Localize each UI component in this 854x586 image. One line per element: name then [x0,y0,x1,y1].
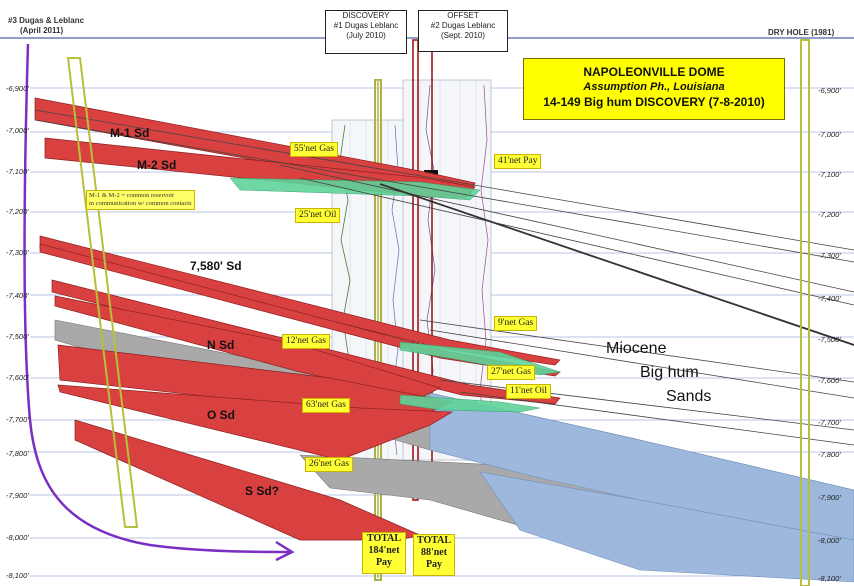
pay-tag-12: 12'net Gas [282,334,330,349]
pay-tag-25: 25'net Oil [295,208,341,223]
total-left-line-3: Pay [375,557,393,568]
depth-right: -8,000' [818,536,841,545]
sand-label-7580: 7,580' Sd [190,259,242,273]
depth-right: -7,500' [818,335,841,344]
pay-tag-41: 41'net Pay [494,154,542,169]
sand-label-o: O Sd [207,408,236,422]
discovery-date: (July 2010) [346,31,386,40]
water-legs [429,392,854,583]
depth-right: -7,300' [818,251,841,260]
depth-left: -7,000' [6,126,29,135]
offset-well-box: OFFSET #2 Dugas Leblanc (Sept. 2010) [418,10,508,52]
total-left-line-1: TOTAL [366,533,402,544]
pay-tag-55: 55'net Gas [290,142,338,157]
discovery-well: #1 Dugas Leblanc [333,21,399,30]
offset-well: #2 Dugas Leblanc [430,21,496,30]
depth-left: -7,400' [6,291,29,300]
depth-left: -7,500' [6,332,29,341]
sand-label-s: S Sd? [245,484,280,498]
depth-right: -7,000' [818,130,841,139]
depth-left: -8,000' [6,533,29,542]
depth-right: -7,100' [818,170,841,179]
bighum-label: Big hum [640,364,699,381]
total-right-line-3: Pay [425,559,443,570]
note-line-2: in communication w/ common contacts [89,200,192,207]
pay-tag-63: 63'net Gas [302,398,350,413]
pay-tag-9: 9'net Gas [494,316,538,331]
sand-label-m1: M-1 Sd [110,126,150,140]
title-line-2: Assumption Ph., Louisiana [583,81,725,93]
depth-left: -7,200' [6,207,29,216]
offset-title: OFFSET [447,11,479,20]
sand-label-m2: M-2 Sd [137,158,177,172]
title-line-3: 14-149 Big hum DISCOVERY (7-8-2010) [543,95,765,109]
pay-tag-11: 11'net Oil [506,384,551,399]
total-pay-offset: TOTAL 88'net Pay [413,534,455,576]
total-right-line-2: 88'net [420,547,448,558]
depth-right: -7,200' [818,210,841,219]
total-pay-discovery: TOTAL 184'net Pay [362,532,406,574]
depth-right: -7,800' [818,450,841,459]
note-line-1: M-1 & M-2 = common reservoir [89,192,175,199]
well-left-label: #3 Dugas & Leblanc [8,16,85,25]
discovery-well-box: DISCOVERY #1 Dugas Leblanc (July 2010) [325,10,407,54]
dry-hole-label: DRY HOLE (1981) [768,28,835,37]
depth-left: -7,800' [6,449,29,458]
fluid-contacts [229,177,561,413]
depth-left: -7,700' [6,415,29,424]
fault-arrow [275,540,295,562]
discovery-title: DISCOVERY [342,11,390,20]
depth-right: -7,900' [818,493,841,502]
offset-date: (Sept. 2010) [440,31,486,40]
depth-left: -7,900' [6,491,29,500]
title-line-1: NAPOLEONVILLE DOME [583,65,725,79]
depth-left: -7,100' [6,167,29,176]
miocene-label: Miocene [606,340,667,357]
depth-right: -7,700' [818,418,841,427]
fault-line [23,43,291,554]
depth-right: -7,600' [818,376,841,385]
depth-right: -6,900' [818,86,841,95]
sands-label: Sands [666,388,712,405]
sand-label-n: N Sd [207,338,235,352]
depth-left: -6,900' [6,84,29,93]
total-left-line-2: 184'net [368,545,400,556]
depth-right: -7,400' [818,294,841,303]
depth-right: -8,100' [818,574,841,583]
pay-tag-26: 26'net Gas [305,457,353,472]
title-box: NAPOLEONVILLE DOME Assumption Ph., Louis… [523,58,785,120]
reservoir-note: M-1 & M-2 = common reservoir in communic… [86,190,195,210]
total-right-line-1: TOTAL [416,535,452,546]
depth-left: -7,300' [6,248,29,257]
well-left-date: (April 2011) [20,26,64,35]
depth-left: -8,100' [6,571,29,580]
well-tracks [66,39,810,586]
pay-tag-27: 27'net Gas [487,365,535,380]
depth-left: -7,600' [6,373,29,382]
